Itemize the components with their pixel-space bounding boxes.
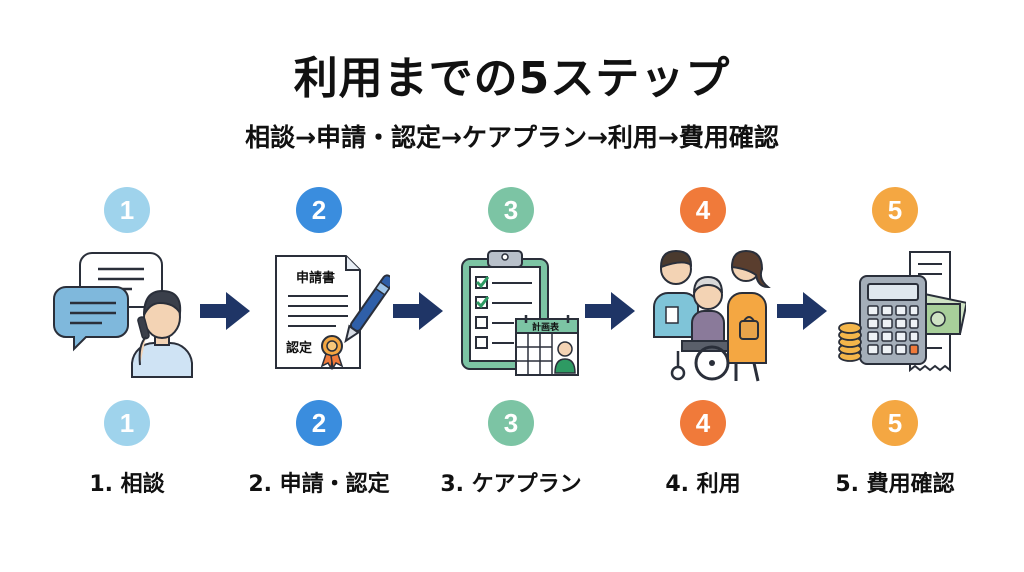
care-plan-clipboard-icon: 計画表 — [461, 250, 579, 376]
phone-consultation-icon — [53, 252, 193, 378]
step-5-bottom-badge: 5 — [872, 400, 918, 446]
caregivers-wheelchair-icon — [653, 249, 771, 382]
document-stamp-text: 認定 — [286, 340, 312, 356]
page-title: 利用までの5ステップ — [293, 53, 731, 104]
step-1-top-badge: 1 — [104, 187, 150, 233]
calendar-title: 計画表 — [532, 321, 560, 333]
arrow-step1-to-step2 — [200, 292, 250, 330]
step-1-bottom-badge: 1 — [104, 400, 150, 446]
document-title: 申請書 — [296, 270, 335, 286]
step-5-label: 5. 費用確認 — [835, 472, 955, 497]
step-5-top-badge: 5 — [872, 187, 918, 233]
step-3-bottom-badge: 3 — [488, 400, 534, 446]
step-4-bottom-badge: 4 — [680, 400, 726, 446]
step-2-bottom-badge: 2 — [296, 400, 342, 446]
step-4-top-badge: 4 — [680, 187, 726, 233]
arrow-step3-to-step4 — [585, 292, 635, 330]
arrow-step4-to-step5 — [777, 292, 827, 330]
application-document-icon: 申請書 認定 — [275, 255, 390, 371]
step-3-label: 3. ケアプラン — [440, 472, 582, 497]
step-1-label: 1. 相談 — [89, 472, 165, 497]
calculator-money-icon — [838, 251, 966, 373]
arrow-step2-to-step3 — [393, 292, 443, 330]
step-2-label: 2. 申請・認定 — [248, 472, 390, 497]
step-3-top-badge: 3 — [488, 187, 534, 233]
page-subtitle: 相談→申請・認定→ケアプラン→利用→費用確認 — [245, 123, 779, 152]
step-2-top-badge: 2 — [296, 187, 342, 233]
step-4-label: 4. 利用 — [665, 472, 741, 497]
